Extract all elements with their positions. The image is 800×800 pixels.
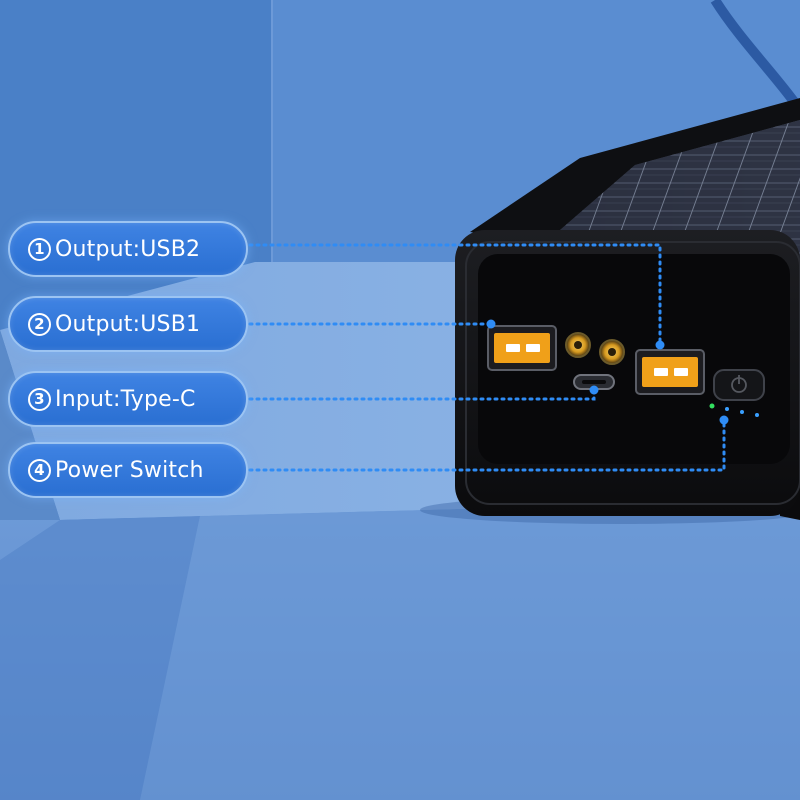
callout-input-type-c: 3 Input:Type-C xyxy=(8,371,248,427)
leader-line-usb2 xyxy=(248,243,662,345)
power-bank xyxy=(455,98,800,520)
leader-end-usb1 xyxy=(486,319,496,329)
leader-end-usb2 xyxy=(655,340,665,350)
leader-end-type-c xyxy=(589,385,599,395)
usb-port-1 xyxy=(487,325,557,371)
leader-end-power xyxy=(719,415,729,425)
callout-text: Output:USB2 xyxy=(55,236,201,262)
callout-number: 1 xyxy=(28,237,51,261)
callout-number: 2 xyxy=(28,312,51,336)
usb-port-2 xyxy=(635,349,705,395)
callout-output-usb1: 2 Output:USB1 xyxy=(8,296,248,352)
callout-output-usb2: 1 Output:USB2 xyxy=(8,221,248,277)
leader-line-power xyxy=(248,418,726,472)
callout-number: 3 xyxy=(28,387,51,411)
callout-text: Input:Type-C xyxy=(55,386,196,412)
power-switch xyxy=(713,369,765,401)
callout-power-switch: 4 Power Switch xyxy=(8,442,248,498)
callout-text: Output:USB1 xyxy=(55,311,201,337)
callout-text: Power Switch xyxy=(55,457,204,483)
callout-number: 4 xyxy=(28,458,51,482)
indicator-lights xyxy=(565,332,625,365)
